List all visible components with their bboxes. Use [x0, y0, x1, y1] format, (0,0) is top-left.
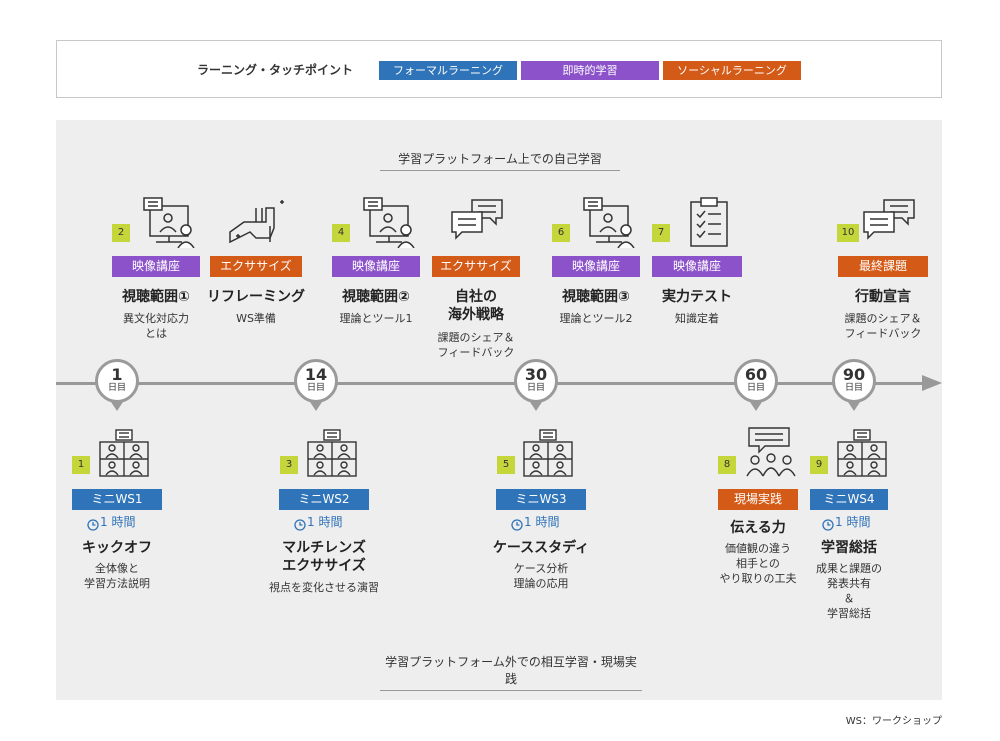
legend-immediate-learning: 即時的学習 [521, 61, 659, 80]
clock-icon [822, 516, 834, 535]
timeline-arrowhead [922, 375, 942, 391]
item-title: ケーススタディ [492, 540, 590, 556]
checklist-clipboard-icon [690, 197, 728, 247]
item-desc: やり取りの工夫 [719, 572, 797, 585]
video-lecture-icon [583, 197, 635, 248]
item-desc: 相手との [736, 557, 780, 570]
milestone-pointer [750, 402, 762, 411]
item-title: 伝える力 [730, 520, 786, 536]
tag-mini-workshop: ミニWS3 [496, 489, 586, 510]
tag-mini-workshop: ミニWS2 [279, 489, 369, 510]
section-title-top: 学習プラットフォーム上での自己学習 [380, 150, 620, 171]
item-desc: 視点を変化させる演習 [269, 581, 379, 594]
step-number: 8 [718, 456, 736, 474]
item-title: 視聴範囲② [342, 289, 410, 305]
step-number: 3 [280, 456, 298, 474]
chat-bubbles-icon [451, 199, 503, 240]
timeline-axis [56, 382, 930, 385]
chat-bubbles-icon [863, 199, 915, 240]
milestone-pointer [530, 402, 542, 411]
item-desc: 知識定着 [675, 312, 719, 325]
item-desc: ＆ [843, 592, 855, 605]
tag-mini-workshop: ミニWS4 [810, 489, 888, 510]
duration: 1 時間 [307, 515, 343, 529]
section-title-bottom: 学習プラットフォーム外での相互学習・現場実践 [380, 653, 642, 691]
milestone-pointer [111, 402, 123, 411]
step-number: 2 [112, 224, 130, 242]
legend-box: ラーニング・タッチポイント フォーマルラーニング 即時的学習 ソーシャルラーニン… [56, 40, 942, 98]
item-desc: 学習総括 [827, 607, 871, 620]
item-title: 自社の [455, 289, 497, 305]
item-title: 視聴範囲① [122, 289, 190, 305]
group-discussion-icon [746, 427, 796, 477]
milestone-pointer [310, 402, 322, 411]
item-desc: ケース分析 [513, 562, 569, 575]
item-title: 行動宣言 [855, 289, 911, 305]
step-number: 10 [837, 224, 859, 242]
item-desc: 異文化対応力 [123, 312, 189, 325]
item-title: リフレーミング [207, 289, 305, 305]
item-desc: 課題のシェア＆ [437, 331, 515, 344]
item-title: エクササイズ [282, 558, 366, 574]
item-desc: WS準備 [236, 312, 276, 325]
tag-final-assignment: 最終課題 [838, 256, 928, 277]
item-desc: 課題のシェア＆ [844, 312, 922, 325]
item-title: 視聴範囲③ [562, 289, 630, 305]
tag-video-lecture: 映像講座 [112, 256, 200, 277]
item-desc: 学習方法説明 [84, 577, 150, 590]
step-number: 9 [810, 456, 828, 474]
tag-video-lecture: 映像講座 [332, 256, 420, 277]
online-meeting-icon [99, 429, 149, 477]
video-lecture-icon [363, 197, 415, 248]
clock-icon [294, 516, 306, 535]
footnote: WS：ワークショップ [845, 716, 942, 727]
step-number: 1 [72, 456, 90, 474]
legend-title: ラーニング・タッチポイント [197, 63, 354, 77]
item-desc: 理論とツール2 [559, 312, 633, 325]
duration: 1 時間 [100, 515, 136, 529]
online-meeting-icon [837, 429, 887, 477]
legend-social-learning: ソーシャルラーニング [663, 61, 801, 80]
online-meeting-icon [307, 429, 357, 477]
step-number: 7 [652, 224, 670, 242]
item-desc: 価値観の違う [725, 542, 791, 555]
item-desc: 発表共有 [827, 577, 871, 590]
tag-video-lecture: 映像講座 [652, 256, 742, 277]
item-desc: 全体像と [95, 562, 139, 575]
video-lecture-icon [143, 197, 195, 248]
item-title: 学習総括 [821, 540, 877, 556]
timeline-panel [56, 120, 942, 700]
item-desc: フィードバック [437, 346, 515, 359]
item-desc: 理論とツール1 [339, 312, 413, 325]
tag-field-practice: 現場実践 [718, 489, 798, 510]
item-title: マルチレンズ [282, 540, 366, 556]
clock-icon [87, 516, 99, 535]
item-title: 海外戦略 [448, 307, 504, 323]
milestone-pointer [848, 402, 860, 411]
duration: 1 時間 [524, 515, 560, 529]
fist-pencil-icon [229, 200, 284, 244]
legend-formal-learning: フォーマルラーニング [379, 61, 517, 80]
item-title: キックオフ [82, 540, 152, 556]
tag-exercise: エクササイズ [210, 256, 302, 277]
item-desc: とは [145, 327, 167, 340]
item-desc: 成果と課題の [816, 562, 882, 575]
tag-video-lecture: 映像講座 [552, 256, 640, 277]
step-number: 5 [497, 456, 515, 474]
item-desc: 理論の応用 [513, 577, 569, 590]
clock-icon [511, 516, 523, 535]
online-meeting-icon [523, 429, 573, 477]
tag-mini-workshop: ミニWS1 [72, 489, 162, 510]
item-title: 実力テスト [662, 289, 732, 305]
step-number: 6 [552, 224, 570, 242]
step-number: 4 [332, 224, 350, 242]
item-desc: フィードバック [844, 327, 922, 340]
duration: 1 時間 [835, 515, 871, 529]
tag-exercise: エクササイズ [432, 256, 520, 277]
